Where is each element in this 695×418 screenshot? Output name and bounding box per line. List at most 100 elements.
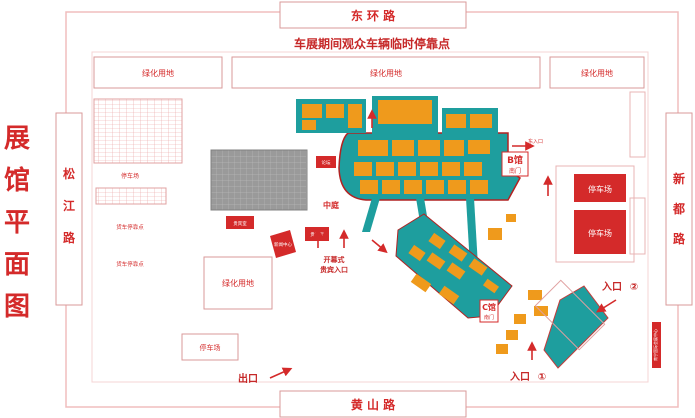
road-label-east-2: 都 [672, 201, 685, 216]
booth [302, 120, 316, 130]
road-box-west [55, 112, 83, 306]
road-label-south: 黄 山 路 [351, 397, 396, 412]
booth [438, 285, 460, 305]
truck-stop-label-1: 货车停靠点 [116, 223, 144, 231]
green-label-top-left: 绿化用地 [142, 68, 174, 78]
green-area-top-left [93, 56, 223, 89]
booth [404, 180, 422, 194]
entrance-1-number: ① [538, 372, 546, 383]
c-hall-gate-label: 南门 [484, 314, 494, 321]
page-title: 展 馆 平 面 图 [2, 118, 32, 328]
road-label-west-1: 松 [63, 166, 75, 181]
parking-label-left: 停车场 [121, 172, 139, 180]
title-char: 面 [3, 250, 30, 280]
booth [470, 114, 492, 128]
arrow-icon [595, 299, 617, 313]
exit-label: 出口 [238, 372, 258, 385]
atrium-label: 中庭 [323, 200, 340, 210]
east-teal-strip [543, 285, 609, 369]
vertical-note-box [652, 322, 661, 368]
booth [468, 258, 488, 276]
title-char: 图 [3, 292, 30, 322]
booth [410, 273, 432, 293]
green-label-bottom: 绿化用地 [222, 278, 254, 288]
green-area-bottom [203, 256, 273, 310]
outdoor-booth [496, 344, 508, 354]
booth [470, 180, 488, 194]
booth [354, 162, 372, 176]
inner-boundary [91, 51, 649, 383]
c-hall-label: C馆 [482, 302, 496, 312]
outdoor-booth [528, 290, 542, 300]
opening-gate-label: 开幕式 [324, 255, 345, 264]
booth [442, 162, 460, 176]
east-parking-label-1: 停车场 [588, 184, 612, 194]
road-label-east-3: 路 [673, 231, 686, 246]
green-area-top-right [549, 56, 645, 89]
booth [418, 140, 440, 156]
b-hall-gate-label: 南门 [509, 167, 521, 175]
booth [358, 140, 388, 156]
booth [482, 278, 500, 294]
outdoor-booth [506, 214, 516, 222]
connector-2 [466, 198, 478, 266]
booth [464, 162, 482, 176]
booth [468, 140, 490, 154]
booth [360, 180, 378, 194]
green-label-top-mid: 绿化用地 [370, 68, 402, 78]
booth [428, 232, 446, 250]
b-hall-label: B馆 [507, 154, 523, 166]
booth [408, 244, 426, 262]
vertical-note: 南宁国际会展中心 [652, 329, 658, 361]
green-area-top-mid [231, 56, 541, 89]
road-box-south [279, 390, 467, 418]
b-hall-box [501, 151, 529, 177]
road-box-north [279, 1, 467, 29]
east-parking-1 [574, 174, 626, 202]
booth [326, 104, 344, 118]
connector-1 [362, 198, 380, 232]
booth [446, 262, 466, 280]
booth [426, 252, 446, 270]
road-label-west-3: 路 [63, 230, 76, 245]
east-parking-label-2: 停车场 [588, 228, 612, 238]
vip-entrance-label: 贵宾入口 [320, 265, 348, 274]
truck-stop-label-2: 货车停靠点 [116, 260, 144, 268]
outdoor-booth [488, 228, 502, 240]
booth [392, 140, 414, 156]
parking-bottom-left [181, 333, 239, 361]
grey-hall [210, 149, 308, 211]
booth [448, 244, 468, 262]
title-char: 馆 [3, 166, 30, 196]
east-strip-bottom [629, 197, 646, 255]
booth [446, 114, 466, 128]
press-center-label: 新闻中心 [274, 241, 292, 248]
booth [444, 140, 464, 156]
booth [426, 180, 444, 194]
arrow-icon [371, 239, 388, 254]
east-strip-frame [534, 279, 606, 351]
green-label-top-right: 绿化用地 [581, 68, 613, 78]
road-label-west-2: 江 [63, 198, 75, 213]
parking-grid [93, 98, 183, 164]
vip-room [226, 216, 254, 229]
booth [382, 180, 400, 194]
east-entrance-label: 东入口 [528, 138, 543, 145]
parking-notice: 车展期间观众车辆临时停靠点 [294, 36, 450, 51]
booth [420, 162, 438, 176]
booth [378, 100, 432, 124]
entrance-1-label: 入口 [510, 371, 530, 383]
title-char: 展 [3, 124, 30, 154]
booth [348, 104, 362, 128]
c-hall-box [479, 299, 499, 323]
booth [448, 180, 466, 194]
entrance-2-label: 入口 [602, 281, 622, 293]
east-parking-frame [555, 165, 635, 263]
forum-box [316, 156, 336, 168]
title-char: 平 [3, 208, 30, 238]
booth [302, 104, 322, 118]
outdoor-booth [506, 330, 518, 340]
parking-strip-left [95, 187, 167, 205]
